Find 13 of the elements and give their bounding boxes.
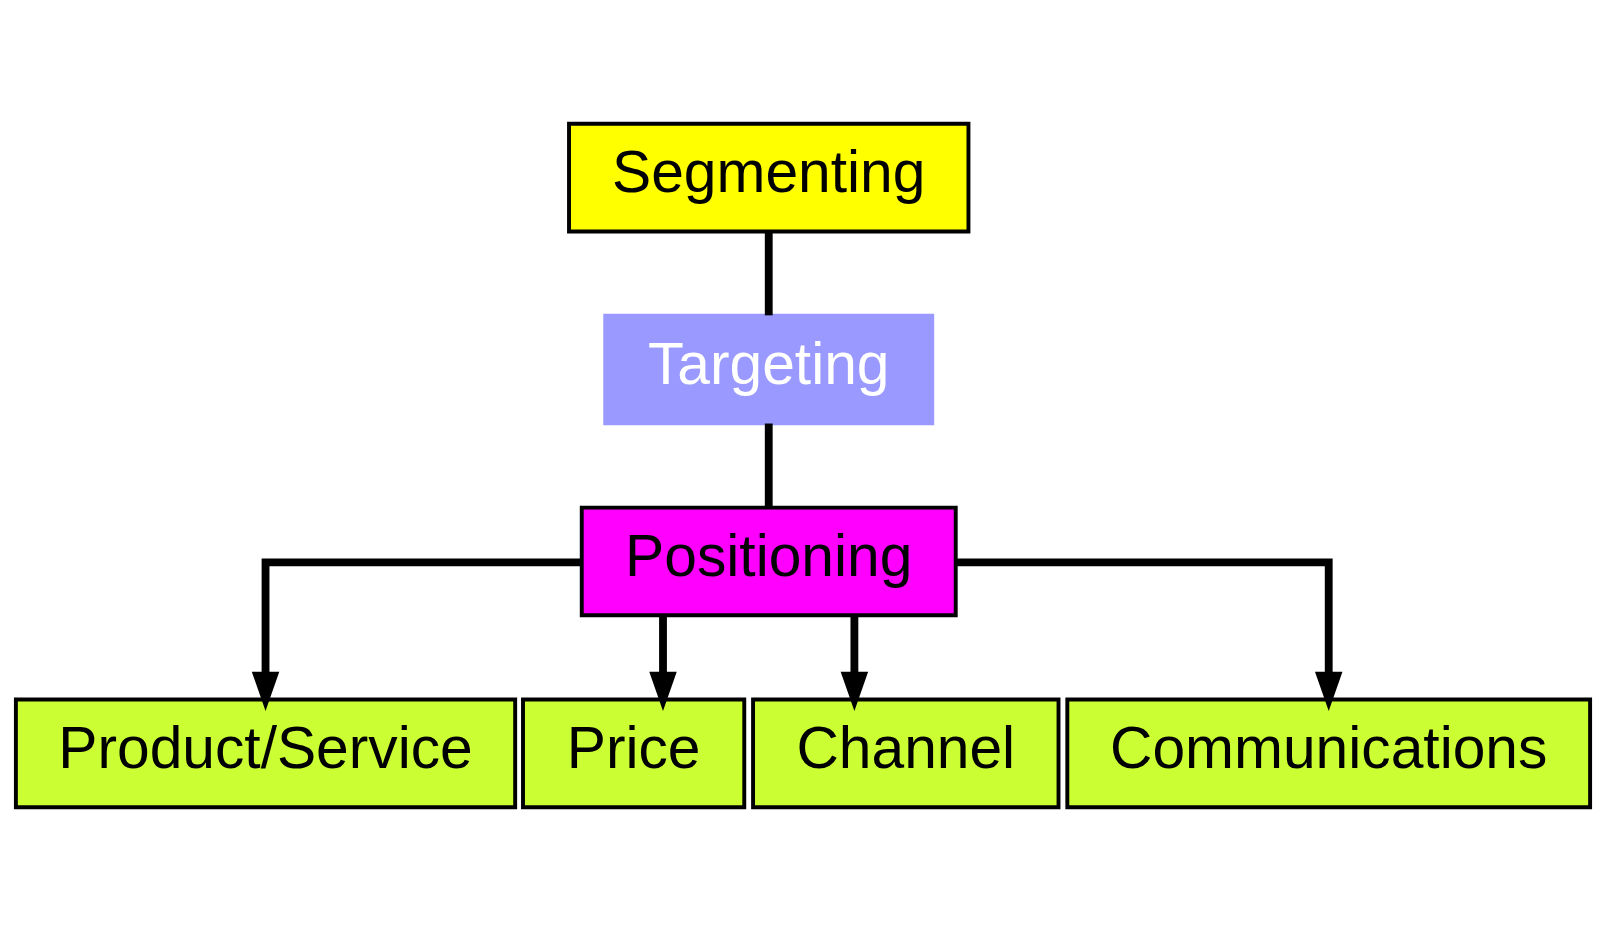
node-box: Segmenting [567,121,971,233]
arrow [956,558,1343,711]
connector [764,231,773,315]
connector [764,423,773,507]
node-box: Product/Service [13,697,518,809]
arrow [840,614,869,711]
arrow [251,558,582,711]
node-box: Channel [751,697,1061,809]
node-box: Targeting [603,313,935,425]
node-box: Price [521,697,747,809]
arrow [649,614,677,711]
node-box: Positioning [579,505,958,617]
node-box: Communications [1065,697,1593,809]
